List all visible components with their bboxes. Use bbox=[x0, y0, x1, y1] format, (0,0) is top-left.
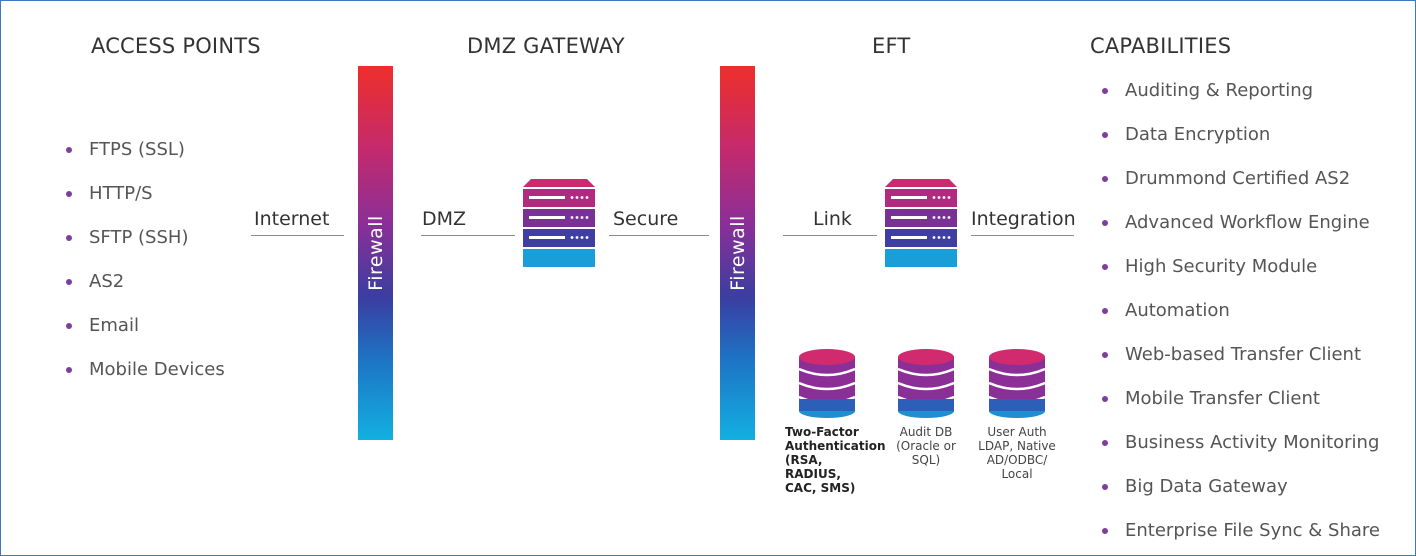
list-item: AS2 bbox=[66, 260, 225, 304]
connector-line bbox=[251, 235, 344, 236]
connection-label-internet: Internet bbox=[254, 208, 330, 230]
label-line: LDAP, Native bbox=[978, 439, 1056, 453]
list-item: HTTP/S bbox=[66, 172, 225, 216]
firewall-1: Firewall bbox=[358, 66, 393, 440]
connector-line bbox=[783, 235, 877, 236]
list-item: Data Encryption bbox=[1102, 113, 1380, 157]
database-label-two-factor: Two-Factor Authentication (RSA, RADIUS, … bbox=[785, 425, 886, 495]
label-line: Audit DB bbox=[899, 425, 953, 439]
firewall-label: Firewall bbox=[364, 215, 387, 291]
connection-label-dmz: DMZ bbox=[422, 208, 467, 230]
connector-line bbox=[971, 235, 1074, 236]
heading-access-points: ACCESS POINTS bbox=[91, 34, 261, 58]
list-item: Enterprise File Sync & Share bbox=[1102, 509, 1380, 553]
database-label-audit-db: Audit DB (Oracle or SQL) bbox=[881, 425, 971, 467]
list-item: Email bbox=[66, 304, 225, 348]
list-item: High Security Module bbox=[1102, 245, 1380, 289]
list-item: Big Data Gateway bbox=[1102, 465, 1380, 509]
label-line: SQL) bbox=[911, 453, 941, 467]
list-item: Web-based Transfer Client bbox=[1102, 333, 1380, 377]
access-points-list: FTPS (SSL) HTTP/S SFTP (SSH) AS2 Email M… bbox=[66, 128, 225, 392]
list-item: SFTP (SSH) bbox=[66, 216, 225, 260]
server-icon bbox=[523, 179, 595, 267]
database-label-user-auth: User Auth LDAP, Native AD/ODBC/ Local bbox=[967, 425, 1067, 481]
database-icon bbox=[798, 349, 856, 419]
database-icon bbox=[897, 349, 955, 419]
label-line: User Auth bbox=[987, 425, 1047, 439]
list-item: Business Activity Monitoring bbox=[1102, 421, 1380, 465]
firewall-label: Firewall bbox=[726, 215, 749, 291]
list-item: Mobile Transfer Client bbox=[1102, 377, 1380, 421]
database-icon bbox=[988, 349, 1046, 419]
connector-line bbox=[609, 235, 709, 236]
label-line: (Oracle or bbox=[896, 439, 956, 453]
connection-label-integration: Integration bbox=[971, 208, 1076, 230]
list-item: Automation bbox=[1102, 289, 1380, 333]
heading-capabilities: CAPABILITIES bbox=[1090, 34, 1232, 58]
label-line: CAC, SMS) bbox=[785, 481, 856, 495]
firewall-2: Firewall bbox=[720, 66, 755, 440]
heading-eft: EFT bbox=[872, 34, 911, 58]
connection-label-secure: Secure bbox=[613, 208, 679, 230]
list-item: Drummond Certified AS2 bbox=[1102, 157, 1380, 201]
label-line: Two-Factor bbox=[785, 425, 859, 439]
label-line: Authentication bbox=[785, 439, 886, 453]
label-line: Local bbox=[1001, 467, 1033, 481]
connector-line bbox=[421, 235, 515, 236]
capabilities-list: Auditing & Reporting Data Encryption Dru… bbox=[1102, 69, 1380, 553]
connection-label-link: Link bbox=[813, 208, 852, 230]
heading-dmz-gateway: DMZ GATEWAY bbox=[467, 34, 625, 58]
list-item: Auditing & Reporting bbox=[1102, 69, 1380, 113]
list-item: FTPS (SSL) bbox=[66, 128, 225, 172]
list-item: Mobile Devices bbox=[66, 348, 225, 392]
label-line: AD/ODBC/ bbox=[986, 453, 1048, 467]
label-line: (RSA, RADIUS, bbox=[785, 453, 841, 481]
server-icon bbox=[885, 179, 957, 267]
list-item: Advanced Workflow Engine bbox=[1102, 201, 1380, 245]
